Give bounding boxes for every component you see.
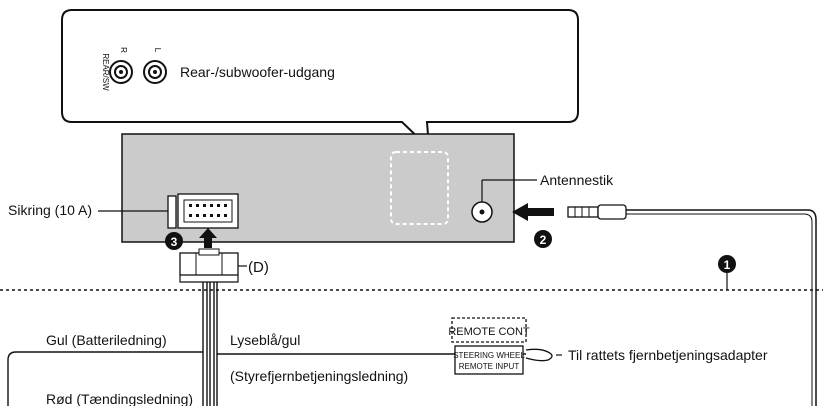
connector-d-label: (D) <box>248 259 269 276</box>
svg-text:2: 2 <box>540 233 547 247</box>
marker-3: 3 <box>165 232 183 250</box>
rear-output-area <box>390 151 449 225</box>
wire-bundle <box>202 282 218 406</box>
fuse-icon <box>167 195 177 229</box>
steering-lead-label: (Styrefjernbetjeningsledning) <box>230 368 408 384</box>
connector-socket-icon <box>177 193 239 229</box>
rca-jack-l-icon <box>143 60 167 84</box>
antenna-arrow-icon <box>512 203 554 221</box>
red-wire-label: Rød (Tændingsledning) <box>46 391 193 406</box>
rear-output-callout: REAR/SW R L Rear-/subwoofer-udgang <box>61 9 579 151</box>
svg-text:3: 3 <box>171 235 178 249</box>
fuse-label: Sikring (10 A) <box>8 202 92 218</box>
yellow-battery-wire <box>7 351 203 406</box>
rear-sw-label: REAR/SW <box>101 53 110 91</box>
antenna-cable-inner <box>626 213 813 406</box>
adapter-lead-icon <box>525 348 553 362</box>
antenna-jack-icon <box>471 201 493 223</box>
steering-adapter-label: Til rattets fjernbetjeningsadapter <box>568 347 768 363</box>
antenna-cable <box>626 209 817 406</box>
svg-text:1: 1 <box>724 258 731 272</box>
steering-adapter-icon: REMOTE CONT STEERING WHEEL REMOTE INPUT <box>448 317 530 375</box>
connector-arrow-icon <box>199 228 217 248</box>
rear-output-text: Rear-/subwoofer-udgang <box>180 64 335 80</box>
adapter-line2: STEERING WHEEL <box>453 351 525 360</box>
rca-jack-r-icon <box>109 60 133 84</box>
antenna-plug-icon <box>567 204 627 220</box>
adapter-line1: REMOTE CONT <box>448 326 530 338</box>
marker-1: 1 <box>718 255 736 273</box>
yellow-wire-label: Gul (Batteriledning) <box>46 332 167 348</box>
lightblue-wire-label: Lyseblå/gul <box>230 332 300 348</box>
jack-l-label: L <box>153 48 162 53</box>
jack-r-label: R <box>119 47 128 53</box>
marker-2: 2 <box>534 230 552 248</box>
antenna-label: Antennestik <box>540 172 614 188</box>
harness-plug-icon <box>179 248 239 283</box>
adapter-line3: REMOTE INPUT <box>459 362 520 371</box>
